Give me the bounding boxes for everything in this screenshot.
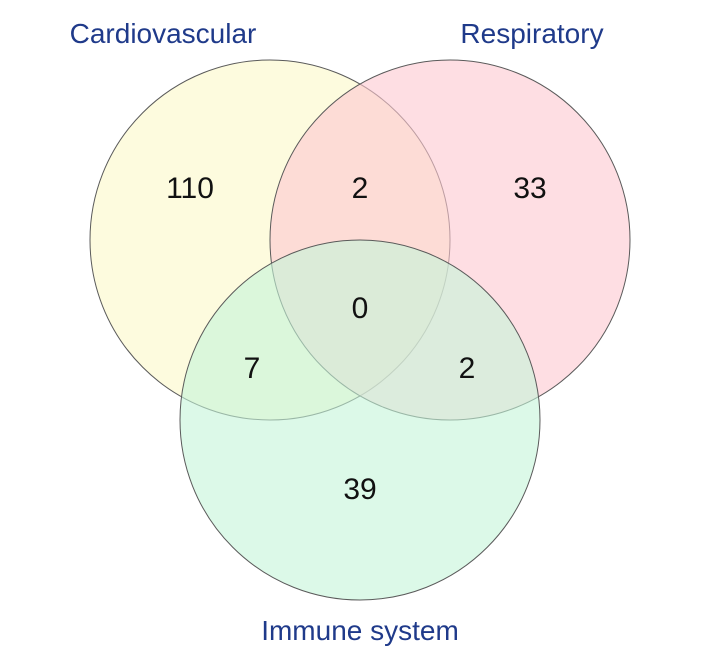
count-immune-only: 39 <box>343 473 376 506</box>
count-cardiovascular-only: 110 <box>166 172 214 205</box>
count-cardiovascular-respiratory: 2 <box>352 172 369 205</box>
respiratory-label: Respiratory <box>460 18 603 49</box>
immune-system-circle <box>179 239 541 601</box>
count-respiratory-immune: 2 <box>459 352 476 385</box>
count-all-three: 0 <box>352 292 369 325</box>
count-respiratory-only: 33 <box>513 172 546 205</box>
cardiovascular-label: Cardiovascular <box>70 18 257 49</box>
immune-system-label: Immune system <box>261 615 459 646</box>
count-cardiovascular-immune: 7 <box>244 352 261 385</box>
